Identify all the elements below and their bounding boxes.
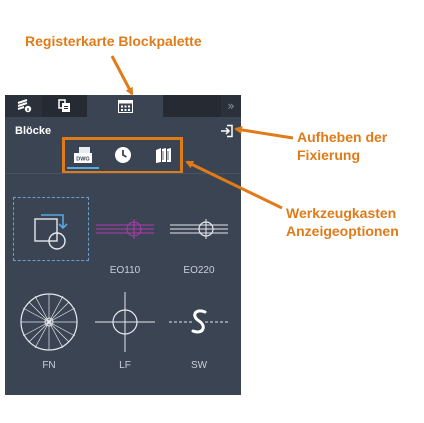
callout-unpin-line1: Aufheben der (297, 129, 388, 145)
tab-block-palette[interactable] (87, 95, 163, 117)
arrow-to-unpin (234, 125, 294, 140)
properties-icon (17, 99, 31, 113)
block-thumbnail (161, 197, 237, 261)
clock-icon (115, 147, 131, 163)
callout-toolbox-line2: Anzeigeoptionen (286, 223, 399, 239)
block-thumbnail (11, 290, 87, 354)
block-label: EO220 (183, 265, 215, 276)
callout-toolbox: Werkzeugkasten Anzeigeoptionen (286, 204, 399, 240)
sw-symbol-icon (169, 309, 229, 334)
block-tile-eo110[interactable]: EO110 (87, 197, 163, 297)
block-label: FN (42, 360, 56, 371)
dwg-view-button[interactable]: DWG (72, 144, 94, 166)
callout-unpin: Aufheben der Fixierung (297, 128, 387, 164)
block-palette-panel: » Blöcke DWG (5, 95, 241, 395)
lf-symbol-icon (95, 292, 155, 352)
block-label: LF (119, 360, 131, 371)
toolbox-highlight-frame (62, 137, 183, 174)
unpin-icon (221, 124, 233, 138)
arrow-to-tab (110, 55, 134, 96)
library-button[interactable] (152, 144, 174, 166)
block-label: EO110 (109, 265, 141, 276)
block-thumbnail (87, 197, 163, 261)
dwg-file-icon: DWG (74, 147, 92, 163)
block-tile[interactable] (13, 197, 89, 297)
fn-symbol-icon (20, 293, 78, 351)
dwg-label: DWG (76, 157, 89, 163)
eo220-symbol-icon (170, 219, 228, 239)
active-view-indicator (67, 167, 99, 169)
unpin-button[interactable] (219, 123, 235, 139)
tab-overflow-button[interactable]: » (227, 99, 235, 113)
callout-block-palette-tab: Registerkarte Blockpalette (25, 33, 202, 49)
block-thumbnail (87, 290, 163, 354)
block-tile-eo220[interactable]: EO220 (161, 197, 237, 297)
block-palette-icon (117, 99, 133, 113)
toolbox-separator (5, 173, 241, 174)
tab-empty[interactable] (163, 95, 221, 117)
block-thumbnail (13, 197, 89, 261)
block-tile-fn[interactable]: FN (11, 290, 87, 390)
block-label: SW (190, 360, 208, 371)
layers-icon (57, 98, 70, 112)
library-icon (156, 148, 171, 163)
tab-bar: » (5, 95, 241, 117)
recent-blocks-button[interactable] (112, 144, 134, 166)
block-preview-icon (34, 214, 68, 250)
eo110-symbol-icon (96, 219, 154, 239)
panel-title: Blöcke (15, 125, 52, 137)
callout-unpin-line2: Fixierung (297, 147, 361, 163)
tab-layers[interactable] (42, 95, 87, 117)
block-tile-sw[interactable]: SW (161, 290, 237, 390)
block-thumbnail (161, 290, 237, 354)
block-tile-lf[interactable]: LF (87, 290, 163, 390)
callout-toolbox-line1: Werkzeugkasten (286, 205, 397, 221)
tab-properties[interactable] (5, 95, 42, 117)
